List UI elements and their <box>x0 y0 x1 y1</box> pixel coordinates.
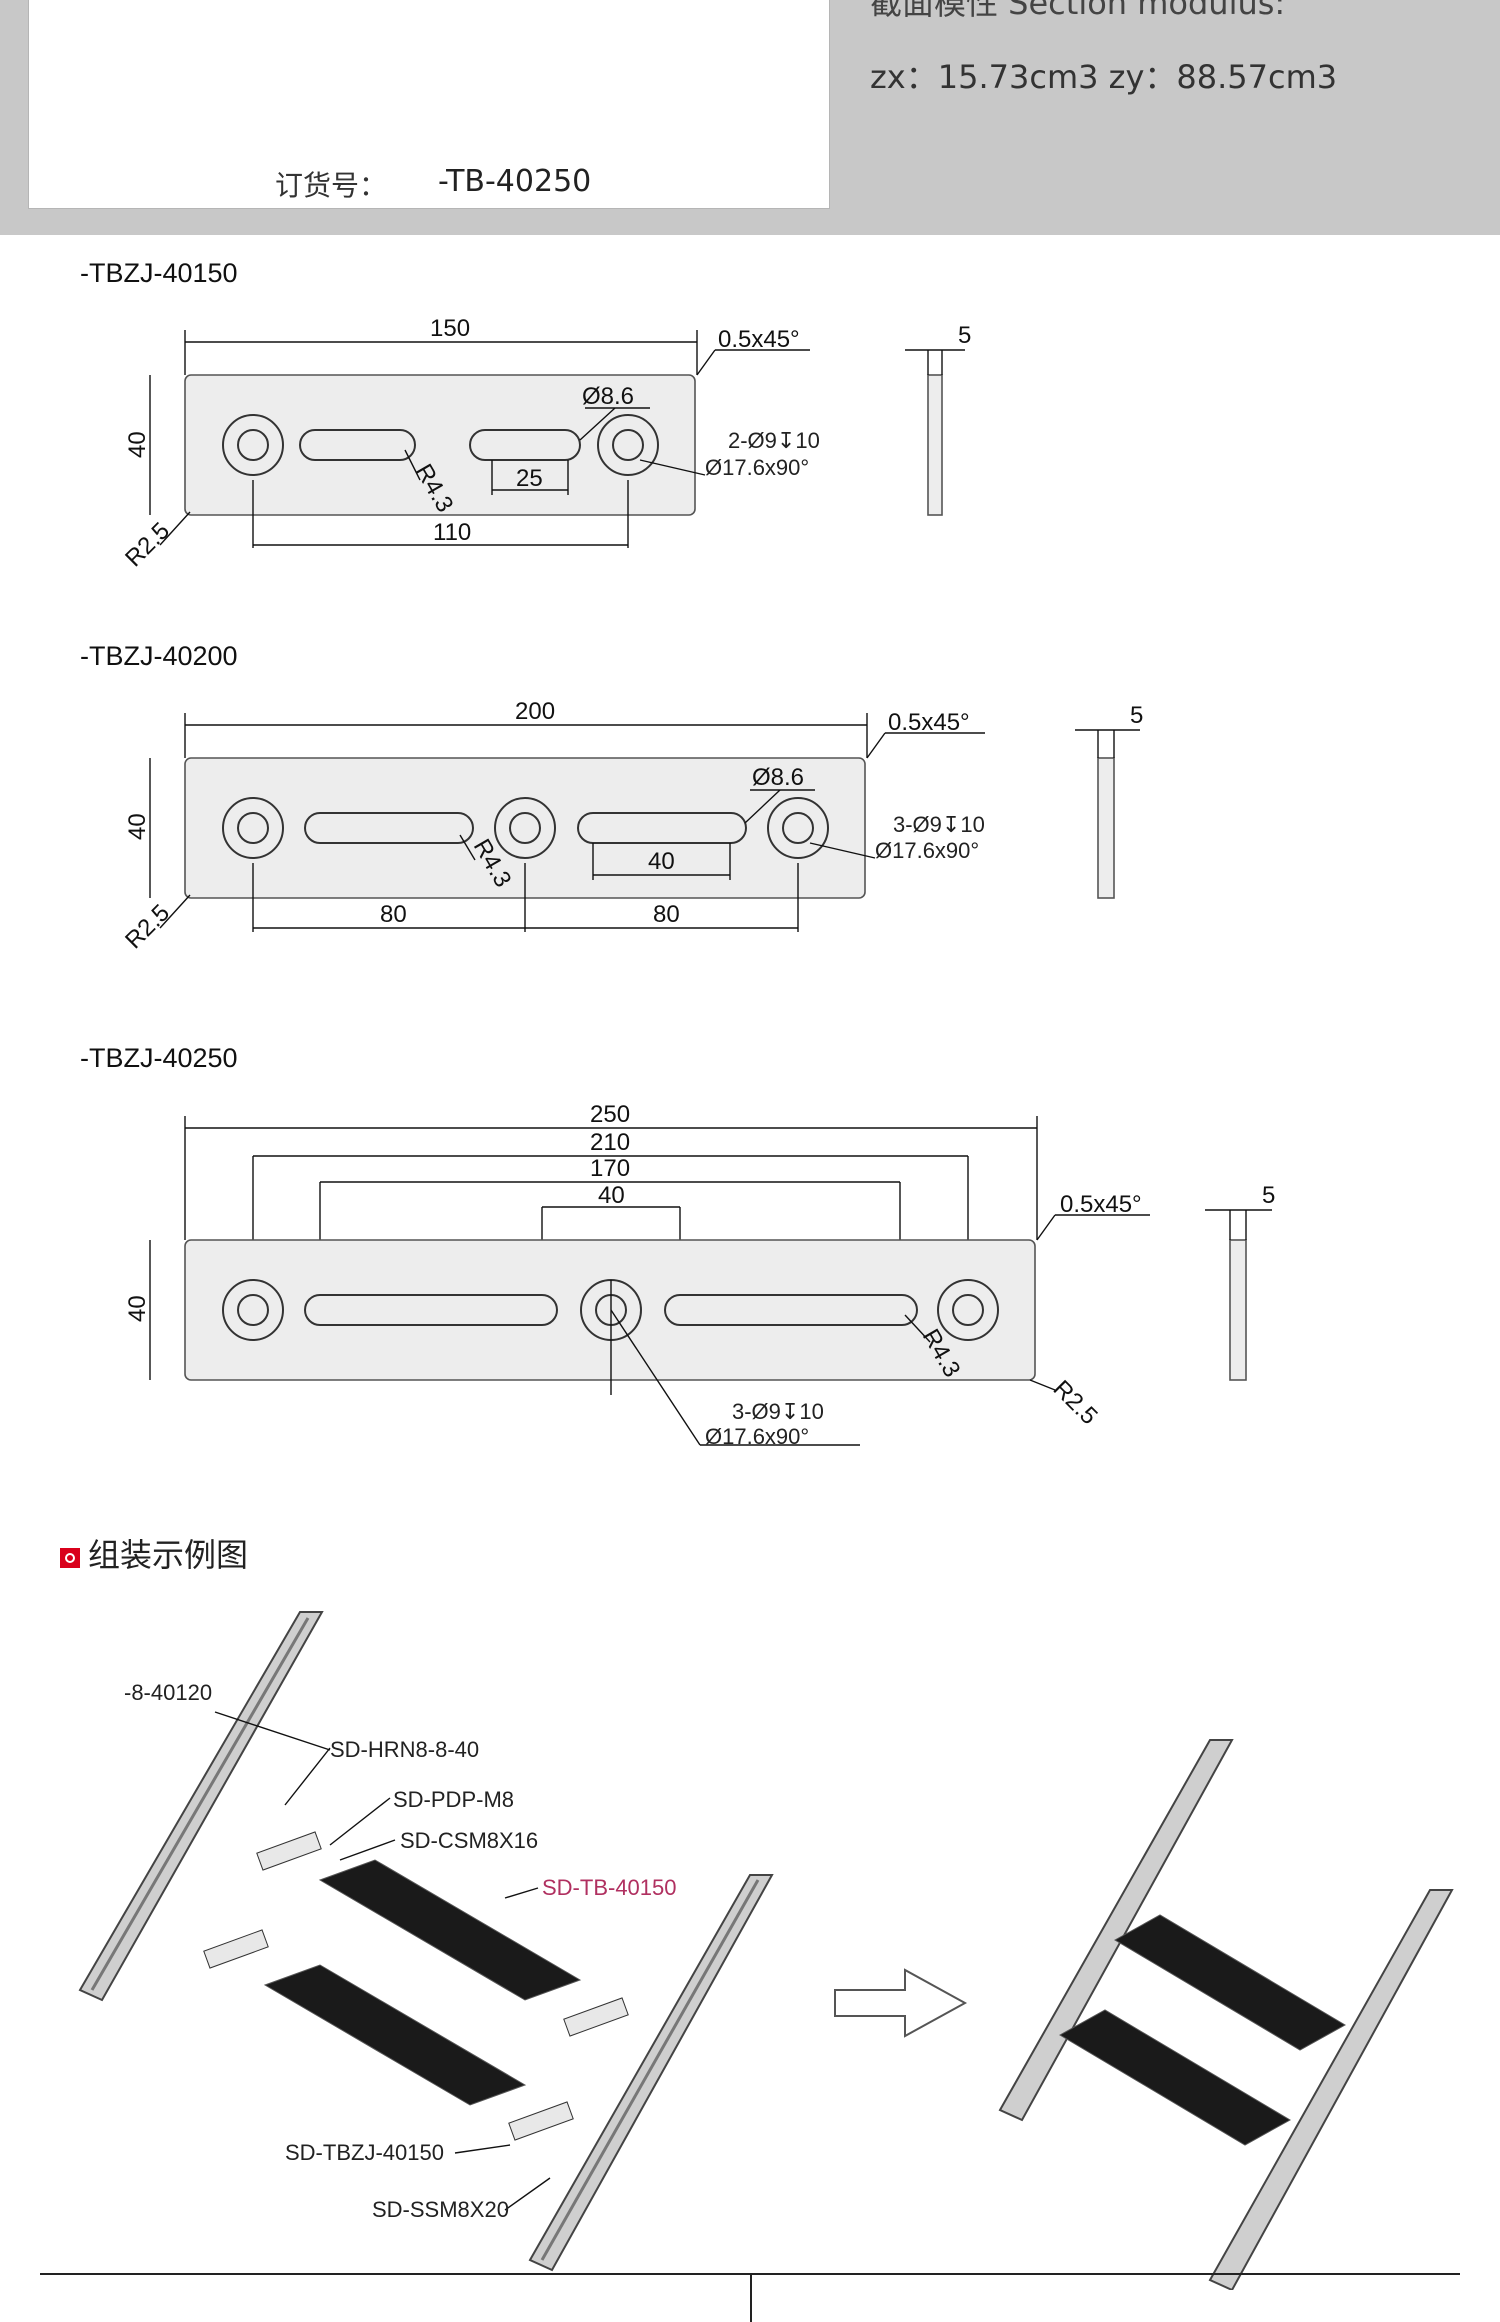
dim-height: 40 <box>124 431 151 458</box>
dim-overall: 150 <box>430 315 470 342</box>
table-column-rule <box>750 2273 752 2322</box>
hole-diameter: Ø8.6 <box>582 383 634 410</box>
dim-pitch: 110 <box>433 519 471 546</box>
order-number-value: -TB-40250 <box>438 164 592 199</box>
assembly-illustration: -8-40120 SD-HRN8-8-40 SD-PDP-M8 SD-CSM8X… <box>78 1611 1454 2290</box>
dim-height: 40 <box>124 1295 151 1322</box>
dim-span-210: 210 <box>590 1129 630 1156</box>
hole-spec-line2: Ø17.6x90° <box>705 455 809 480</box>
dim-overall: 200 <box>515 698 555 725</box>
technical-drawing-40250: 250 210 170 40 40 3-Ø9↧10 Ø17.6x90° R4.3… <box>124 1101 1275 1449</box>
hole-diameter: Ø8.6 <box>752 764 804 791</box>
section-modulus-label: 截面模性 Section modulus: <box>870 0 1286 22</box>
dim-height: 40 <box>124 813 151 840</box>
hole-spec-line1: 2-Ø9↧10 <box>728 428 820 453</box>
dim-span-40: 40 <box>598 1182 625 1209</box>
label-screw-1: SD-CSM8X16 <box>400 1828 538 1853</box>
bullet-icon <box>60 1548 80 1568</box>
drawing-title: -TBZJ-40200 <box>80 641 238 671</box>
dim-pitch-right: 80 <box>653 901 680 928</box>
thickness: 5 <box>1130 702 1143 729</box>
thickness: 5 <box>958 322 971 349</box>
dim-pitch-left: 80 <box>380 901 407 928</box>
hole-spec-line2: Ø17.6x90° <box>705 1424 809 1449</box>
label-bracket: SD-TBZJ-40150 <box>285 2140 444 2165</box>
drawing-title: -TBZJ-40250 <box>80 1043 238 1073</box>
dim-overall: 250 <box>590 1101 630 1128</box>
label-plate: SD-PDP-M8 <box>393 1787 514 1812</box>
chamfer-spec: 0.5x45° <box>718 326 800 353</box>
technical-drawing-40200: 200 40 40 80 80 R4.3 Ø8.6 0.5x45° R2.5 3… <box>120 698 1143 954</box>
dim-slot-width: 25 <box>516 465 543 492</box>
assembly-heading: 组装示例图 <box>60 1530 248 1576</box>
hole-spec-line1: 3-Ø9↧10 <box>732 1399 824 1424</box>
corner-radius: R2.5 <box>1048 1375 1103 1430</box>
label-screw-2: SD-SSM8X20 <box>372 2197 509 2222</box>
thickness: 5 <box>1262 1182 1275 1209</box>
profile-image-card <box>28 0 830 209</box>
dim-slot-width: 40 <box>648 848 675 875</box>
section-modulus-values: zx：15.73cm3 zy：88.57cm3 <box>870 58 1338 96</box>
corner-radius: R2.5 <box>120 517 175 572</box>
order-number-label: 订货号： <box>275 169 388 202</box>
technical-drawing-40150: 150 40 25 110 R4.3 Ø8.6 0.5x45° R2.5 2-Ø… <box>120 315 971 572</box>
label-nut: SD-HRN8-8-40 <box>330 1737 479 1762</box>
chamfer-spec: 0.5x45° <box>888 709 970 736</box>
hole-spec-line1: 3-Ø9↧10 <box>893 812 985 837</box>
chamfer-spec: 0.5x45° <box>1060 1191 1142 1218</box>
drawing-title: -TBZJ-40150 <box>80 258 238 288</box>
dim-span-170: 170 <box>590 1155 630 1182</box>
corner-radius: R2.5 <box>120 899 175 954</box>
label-tread: SD-TB-40150 <box>542 1875 677 1900</box>
label-profile: -8-40120 <box>124 1680 212 1705</box>
hole-spec-line2: Ø17.6x90° <box>875 838 979 863</box>
